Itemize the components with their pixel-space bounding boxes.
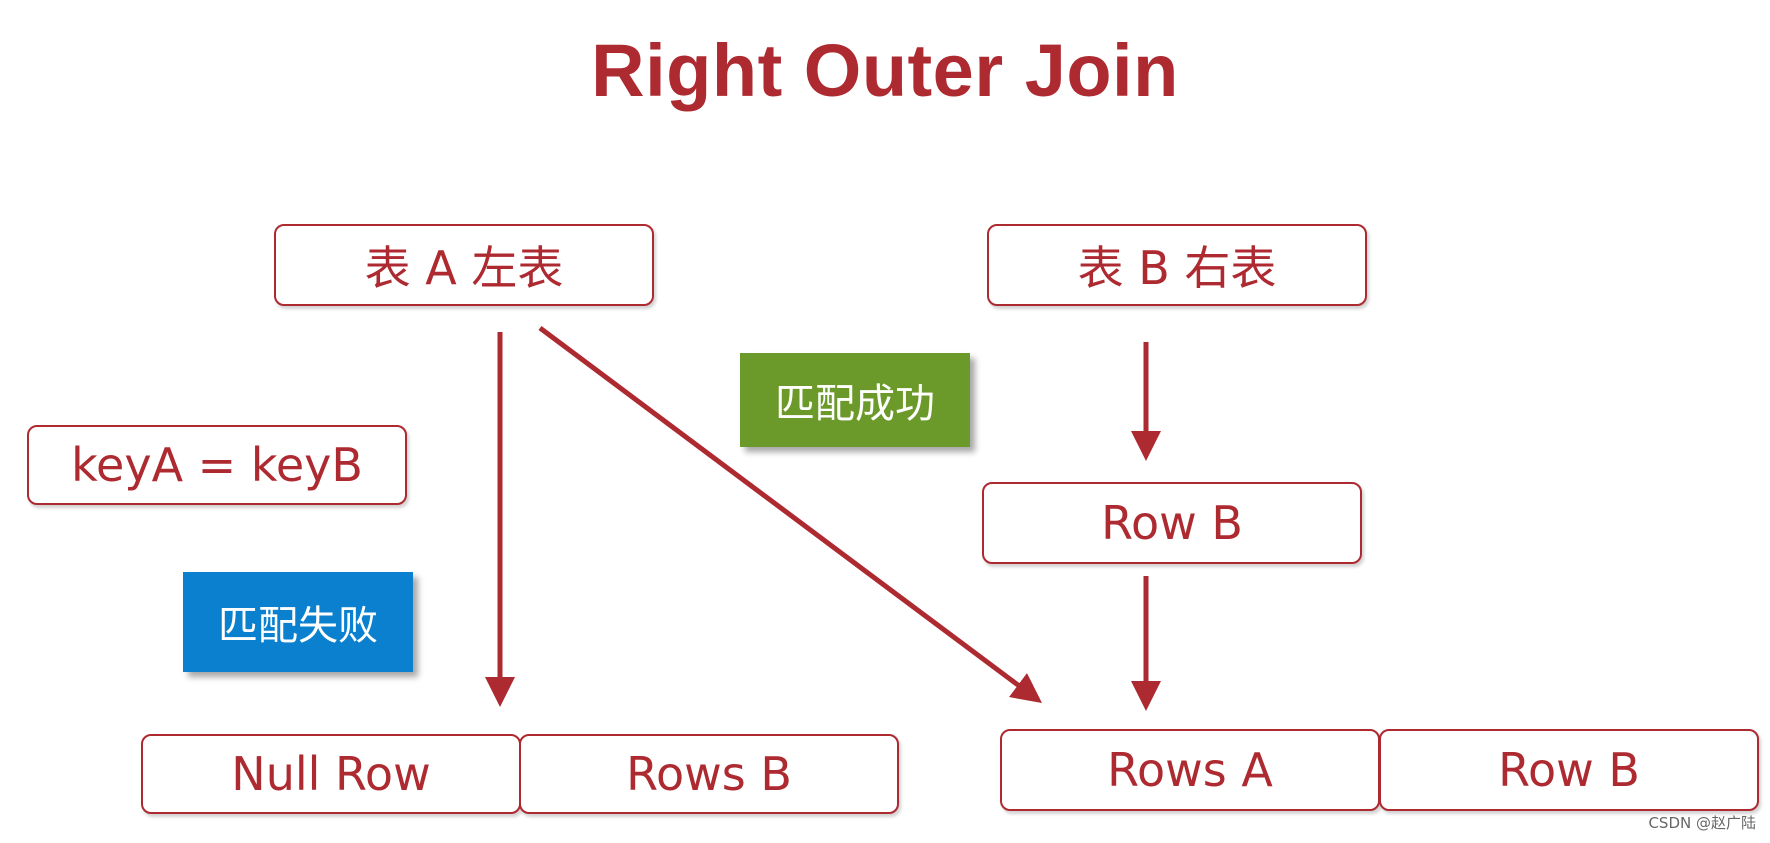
row-b-label: Row B [1101, 496, 1243, 550]
table-a-label: 表 A 左表 [364, 241, 564, 295]
match-fail-badge: 匹配失败 [183, 572, 413, 672]
rows-a-label: Rows A [1107, 743, 1273, 797]
watermark: CSDN @赵广陆 [1648, 814, 1756, 832]
condition-label: keyA = keyB [71, 438, 363, 492]
table-b-label: 表 B 右表 [1077, 241, 1277, 295]
rows-b-box: Rows B [519, 734, 899, 814]
match-success-badge: 匹配成功 [740, 353, 970, 447]
row-b-result-label: Row B [1498, 743, 1640, 797]
condition-box: keyA = keyB [27, 425, 407, 505]
page-title: Right Outer Join [591, 29, 1179, 112]
rows-b-label: Rows B [626, 747, 792, 801]
null-row-label: Null Row [231, 747, 431, 801]
row-b-result-box: Row B [1379, 729, 1759, 811]
null-row-box: Null Row [141, 734, 521, 814]
rows-a-box: Rows A [1000, 729, 1380, 811]
table-b-box: 表 B 右表 [987, 224, 1367, 306]
arrow-table-a-to-rows-a [538, 325, 1043, 703]
row-b-box: Row B [982, 482, 1362, 564]
match-success-label: 匹配成功 [775, 381, 935, 427]
table-a-box: 表 A 左表 [274, 224, 654, 306]
match-fail-label: 匹配失败 [218, 603, 378, 649]
